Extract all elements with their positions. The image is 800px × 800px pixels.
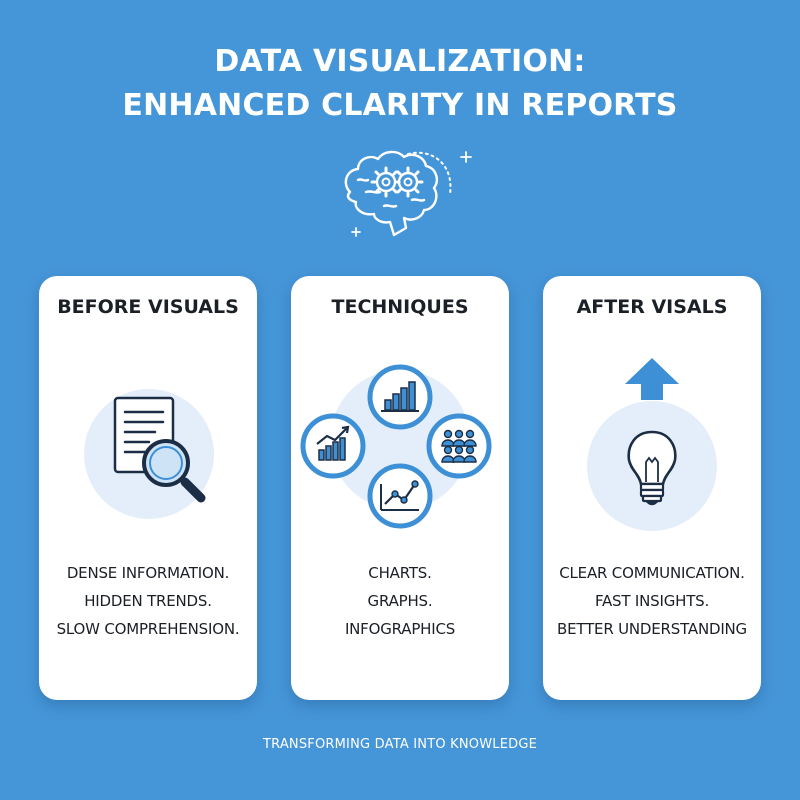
list-item: GRAPHS. — [367, 592, 433, 610]
list-item: FAST INSIGHTS. — [594, 592, 710, 610]
list-item: DENSE INFORMATION. — [66, 564, 230, 582]
document-magnifier-icon — [84, 389, 214, 519]
footer-tagline: TRANSFORMING DATA INTO KNOWLEDGE — [262, 737, 538, 752]
lightbulb-arrow-icon — [587, 358, 717, 531]
page-title-line-2: ENHANCED CLARITY IN REPORTS — [122, 88, 678, 123]
list-item: HIDDEN TRENDS. — [84, 592, 212, 610]
list-item: CHARTS. — [368, 564, 432, 582]
list-item: INFOGRAPHICS — [344, 620, 456, 638]
bar-chart-icon — [367, 364, 433, 430]
brain-gears-icon — [344, 150, 472, 237]
list-item: CLEAR COMMUNICATION. — [559, 564, 745, 582]
list-item: BETTER UNDERSTANDING — [557, 620, 747, 638]
page-title-line-1: DATA VISUALIZATION: — [214, 44, 586, 79]
techniques-list: CHARTS. GRAPHS. INFOGRAPHICS — [291, 559, 509, 643]
techniques-card: TECHNIQUES — [291, 276, 509, 700]
card-title: TECHNIQUES — [331, 296, 469, 318]
growth-chart-icon — [300, 413, 366, 479]
before-list: DENSE INFORMATION. HIDDEN TRENDS. SLOW C… — [39, 559, 257, 643]
card-title: BEFORE VISUALS — [57, 296, 239, 318]
list-item: SLOW COMPREHENSION. — [56, 620, 240, 638]
after-visuals-card: AFTER VISALS CLEAR COMMUNICATION. FAST I… — [543, 276, 761, 700]
card-title: AFTER VISALS — [576, 296, 728, 318]
techniques-icon-cluster — [300, 364, 492, 529]
people-group-icon — [426, 413, 492, 479]
before-visuals-card: BEFORE VISUALS DENSE INFORMATION. HIDDEN… — [39, 276, 257, 700]
after-list: CLEAR COMMUNICATION. FAST INSIGHTS. BETT… — [543, 559, 761, 643]
line-graph-icon — [367, 463, 433, 529]
